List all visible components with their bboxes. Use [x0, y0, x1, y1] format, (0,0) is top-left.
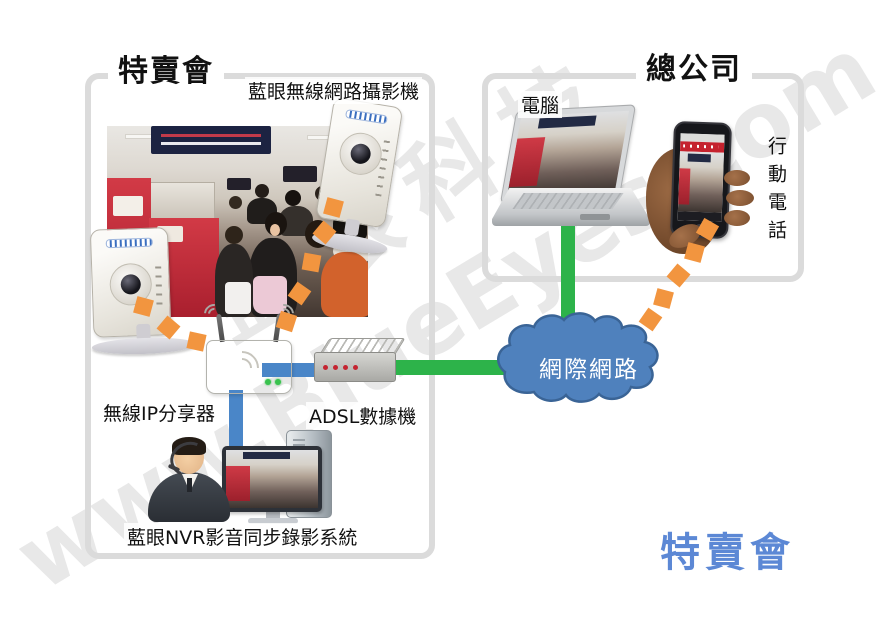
link-computer-internet — [561, 208, 575, 346]
white-shopping-bag — [225, 282, 251, 314]
wireless-ip-camera-icon — [88, 226, 197, 356]
crowd-face — [270, 224, 280, 236]
store-sign — [283, 166, 317, 182]
link-modem-internet — [390, 360, 522, 375]
camera-lens — [120, 274, 142, 295]
footer-sale-title: 特賣會 — [660, 530, 795, 576]
camera-brand-strip — [105, 237, 154, 249]
computer-laptop-icon — [492, 104, 650, 230]
camera-brand-strip — [344, 109, 389, 125]
display-case — [149, 182, 215, 222]
modem-label: ADSL數據機 — [306, 402, 420, 429]
router-antenna — [216, 313, 225, 343]
internet-label: 網際網路 — [539, 357, 639, 383]
price-card — [113, 196, 143, 216]
wireless-dash — [186, 331, 207, 352]
wireless-dash — [301, 252, 322, 273]
link-router-nvr — [229, 390, 243, 460]
modem-front — [314, 352, 396, 382]
router-label: 無線IP分享器 — [100, 399, 219, 426]
adsl-modem-icon — [314, 338, 406, 394]
monitor-neck — [266, 512, 280, 519]
modem-led — [323, 365, 328, 370]
camera-lens-ring — [336, 129, 385, 178]
finger — [724, 210, 750, 226]
camera-led-labels — [155, 266, 163, 307]
operator-tie — [187, 478, 192, 492]
camera-lens — [349, 142, 373, 166]
computer-label: 電腦 — [518, 91, 563, 118]
crowd-figure — [255, 184, 269, 198]
sale-area-title: 特賣會 — [108, 46, 224, 90]
hq-area-title: 總公司 — [636, 44, 752, 88]
crowd-figure-orange-coat — [321, 252, 368, 317]
router-led — [275, 379, 281, 385]
phone-toolbar — [677, 211, 722, 222]
nvr-label: 藍眼NVR影音同步錄影系統 — [124, 523, 361, 550]
internet-cloud: 網際網路 — [494, 312, 684, 416]
modem-led — [353, 365, 358, 370]
wireless-dash — [653, 288, 674, 309]
nvr-system-icon — [142, 428, 342, 524]
laptop-keyboard — [512, 193, 624, 209]
laptop-base — [492, 188, 650, 226]
operator — [148, 436, 230, 522]
laptop-screen-image — [506, 110, 630, 198]
router-led — [265, 379, 271, 385]
monitor-screen-image — [226, 450, 318, 508]
nvr-monitor — [222, 446, 322, 512]
finger — [726, 190, 754, 206]
modem-led — [333, 365, 338, 370]
router-body — [206, 340, 292, 394]
camera-body — [89, 227, 172, 338]
crowd-figure — [225, 226, 243, 244]
crowd-figure — [285, 190, 301, 206]
finger — [724, 170, 750, 186]
camera-label: 藍眼無線網路攝影機 — [245, 77, 423, 104]
phone-screen — [677, 133, 725, 222]
wireless-router-icon — [199, 299, 299, 398]
store-sign — [227, 178, 251, 190]
phone-screen-image — [677, 151, 724, 213]
sale-area-frame — [85, 73, 435, 559]
pink-shopping-bag — [253, 276, 287, 314]
mobile-label: 行動電話 — [765, 136, 787, 248]
operator-hair — [172, 437, 206, 455]
laptop-touchpad — [580, 214, 610, 220]
modem-led — [343, 365, 348, 370]
cloud-shape — [497, 312, 659, 403]
crowd-figure — [229, 196, 242, 209]
monitor-base — [248, 518, 298, 524]
store-banner — [151, 126, 271, 154]
